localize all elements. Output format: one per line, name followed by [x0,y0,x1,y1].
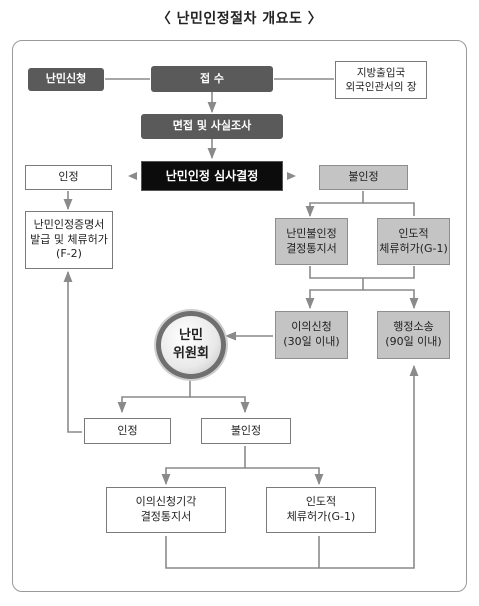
applicant-box: 난민신청 [28,68,104,91]
arrow-bottom-to-lawsuit [165,364,419,569]
office-box: 지방출입국 외국인관서의 장 [335,61,427,99]
objection-rejected-box: 이의신청기각 결정통지서 [106,487,226,533]
pointer-left [128,172,137,180]
notice-box: 난민불인정 결정통지서 [275,218,348,265]
not-recognized-box: 불인정 [319,165,408,190]
committee-humanitarian-box: 인도적 체류허가(G-1) [266,487,376,533]
decision-box: 난민인정 심사결정 [141,161,283,191]
branch-not-recognized-bottom-right [245,467,324,486]
branch-not-recognized-right [363,202,415,216]
committee-node: 난민 위원회 [156,311,226,379]
arrow-to-lawsuit [363,289,419,310]
humanitarian-box: 인도적 체류허가(G-1) [377,218,450,265]
reception-box: 접 수 [151,66,273,92]
committee-recognized-box: 인정 [84,418,171,444]
arrow-recognized-to-certificate [63,270,82,433]
pointer-right [287,172,296,180]
branch-not-recognized [305,191,364,218]
page-title: 〈 난민인정절차 개요도 〉 [156,11,323,27]
branch-not-recognized-bottom [161,446,246,486]
arrow-to-objection [305,278,364,310]
recognized-box: 인정 [25,165,112,190]
lawsuit-box: 행정소송 (90일 이내) [377,311,450,359]
interview-box: 면접 및 사실조사 [141,114,283,139]
certificate-box: 난민인정증명서 발급 및 체류허가 (F-2) [25,211,113,269]
join-to-appeal [309,266,415,279]
branch-committee-right [190,396,250,414]
branch-committee [117,377,191,414]
committee-not-recognized-box: 불인정 [201,418,291,444]
objection-box: 이의신청 (30일 이내) [275,311,348,359]
